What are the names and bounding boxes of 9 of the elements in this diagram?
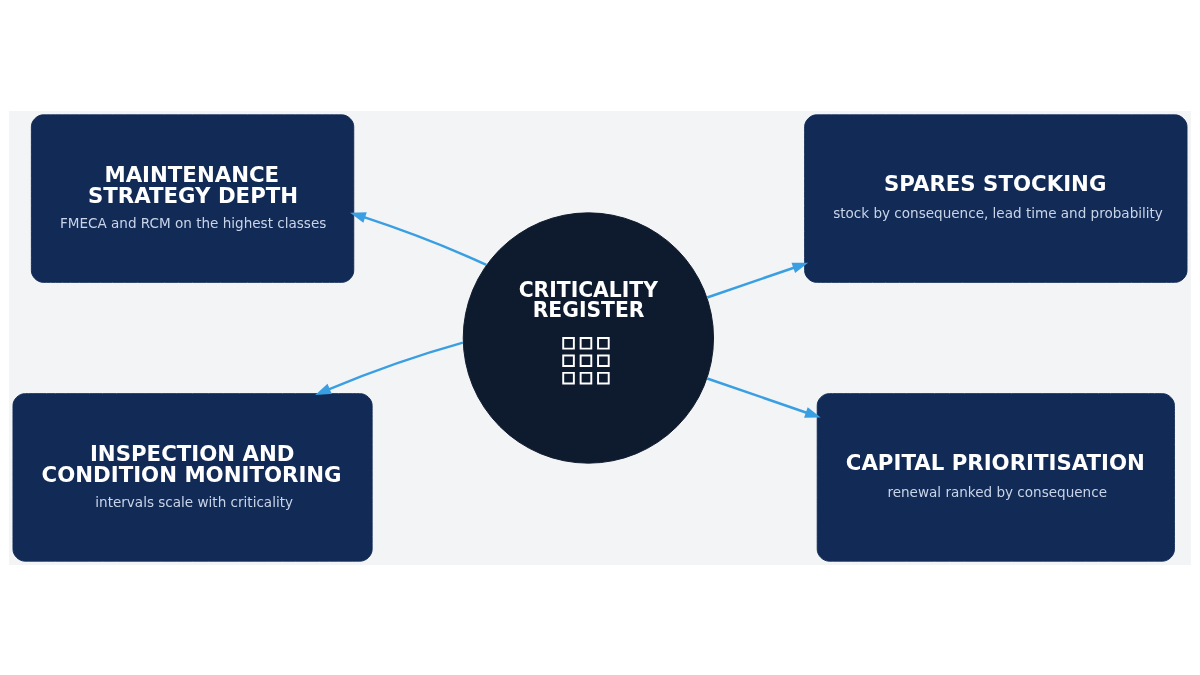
arrow	[350, 211, 487, 266]
arrow	[315, 340, 464, 395]
arrow	[706, 262, 809, 299]
node-box: SPARES STOCKING stock by consequence, lead time and probability	[804, 113, 1188, 283]
node-circle: CRITICALITY REGISTER	[462, 211, 715, 464]
arrow	[706, 376, 821, 418]
node-box: MAINTENANCE STRATEGY DEPTH FMECA and RCM on the highest classes	[30, 113, 355, 283]
node-box: CAPITAL PRIORITISATION renewal ranked by consequence	[816, 392, 1175, 562]
node-box: INSPECTION AND CONDITION MONITORING intervals scale with criticality	[12, 392, 373, 562]
